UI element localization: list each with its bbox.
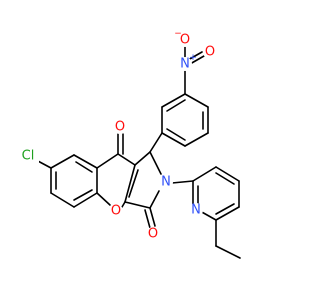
bond bbox=[149, 151, 162, 175]
atom-label-layer: O − N + O O Cl N O O N bbox=[19, 29, 217, 242]
bond bbox=[50, 192, 75, 208]
nitrogen-atom-label: N bbox=[191, 203, 201, 218]
oxygen-atom-label: O bbox=[180, 33, 190, 48]
bond bbox=[161, 93, 186, 108]
bond bbox=[215, 206, 240, 221]
bond bbox=[149, 132, 163, 153]
oxygen-atom-label: O bbox=[111, 204, 121, 219]
bond bbox=[128, 169, 139, 198]
bond bbox=[189, 55, 205, 65]
bond bbox=[75, 161, 93, 173]
bond bbox=[117, 153, 136, 166]
bond bbox=[121, 201, 126, 208]
bond bbox=[124, 201, 151, 209]
bond bbox=[73, 189, 93, 201]
oxygen-atom-label: O bbox=[148, 227, 158, 242]
bond bbox=[96, 153, 119, 169]
bond bbox=[50, 154, 75, 169]
bond bbox=[184, 93, 209, 108]
bond bbox=[166, 99, 186, 112]
oxygen-atom-label: O bbox=[205, 45, 215, 60]
bond bbox=[134, 151, 151, 166]
oxygen-atom-label: O bbox=[115, 120, 125, 135]
bond bbox=[187, 51, 203, 61]
bond bbox=[215, 245, 241, 259]
nitrogen-atom-label: N bbox=[161, 175, 171, 190]
chlorine-atom-label: Cl bbox=[22, 149, 35, 164]
bond bbox=[215, 172, 235, 185]
bond bbox=[96, 192, 111, 206]
bond bbox=[124, 164, 136, 203]
bond bbox=[184, 132, 209, 147]
bond bbox=[171, 180, 194, 184]
nitrogen-atom-label: N bbox=[180, 57, 190, 72]
positive-charge: + bbox=[189, 53, 197, 63]
bond bbox=[73, 192, 98, 208]
bond bbox=[144, 209, 151, 229]
molecule-structure: O − N + O O Cl N O O N bbox=[19, 29, 241, 259]
bond bbox=[149, 207, 156, 227]
bond bbox=[149, 190, 160, 209]
negative-charge: − bbox=[174, 29, 182, 39]
bond bbox=[215, 203, 235, 215]
bond bbox=[199, 210, 217, 221]
bond bbox=[192, 166, 217, 182]
bond bbox=[161, 132, 186, 147]
bond bbox=[166, 128, 186, 141]
bond bbox=[215, 166, 240, 182]
bond bbox=[73, 154, 98, 169]
bond-layer bbox=[35, 43, 241, 259]
